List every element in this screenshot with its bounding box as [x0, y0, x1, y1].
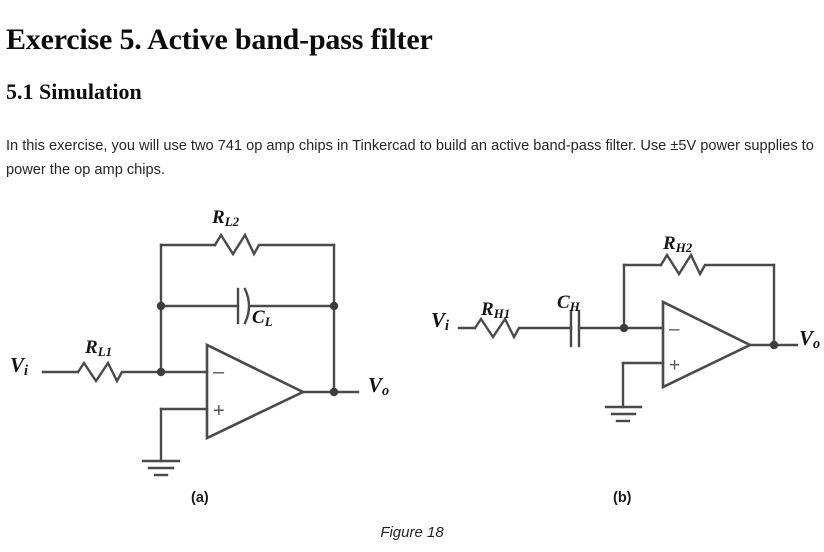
opamp-b-inverting-sign: – [669, 319, 680, 340]
junction-dot-inv-node-b [619, 323, 629, 333]
circuit-b-group [457, 252, 799, 423]
opamp-a-inverting-sign: – [213, 361, 225, 383]
resistor-RH1 [473, 316, 573, 340]
junction-dot-output-b [769, 340, 779, 350]
label-cl: CL [252, 307, 273, 329]
resistor-RL2 [213, 232, 336, 257]
opamp-b-noninverting-sign: + [669, 355, 680, 376]
figure-caption: Figure 18 [380, 524, 444, 541]
label-vi-b: Vi [431, 308, 449, 335]
figure-18: – + – + Vi RL1 RL2 CL Vo Vi RH1 CH RH2 V… [0, 190, 824, 552]
opamp-a-noninverting-sign: + [213, 400, 225, 422]
label-rl2: RL2 [212, 207, 240, 229]
opamp-triangle-b [661, 299, 753, 390]
resistor-RH2 [659, 252, 776, 277]
junction-dot-cap-right-a [329, 301, 339, 311]
subfigure-caption-b: (b) [613, 490, 632, 506]
section-heading: 5.1 Simulation [6, 79, 142, 105]
label-ch: CH [557, 292, 580, 314]
circuit-diagrams-svg: – + – + [41, 232, 799, 477]
label-rh1: RH1 [481, 299, 511, 321]
page-title: Exercise 5. Active band-pass filter [6, 23, 433, 57]
junction-dot-inv-node-a [156, 367, 166, 377]
label-vo-b: Vo [799, 326, 821, 353]
junction-dot-output-a [329, 387, 339, 397]
label-vi-a: Vi [10, 353, 28, 380]
label-rl1: RL1 [85, 337, 113, 359]
subfigure-caption-a: (a) [191, 490, 209, 506]
body-paragraph: In this exercise, you will use two 741 o… [6, 137, 814, 178]
label-rh2: RH2 [663, 233, 693, 255]
resistor-RL1 [76, 360, 163, 384]
label-vo-a: Vo [368, 373, 390, 400]
opamp-triangle-a [205, 342, 306, 441]
capacitor-CL-plate-right [243, 287, 251, 325]
junction-dot-cap-left-a [156, 301, 166, 311]
